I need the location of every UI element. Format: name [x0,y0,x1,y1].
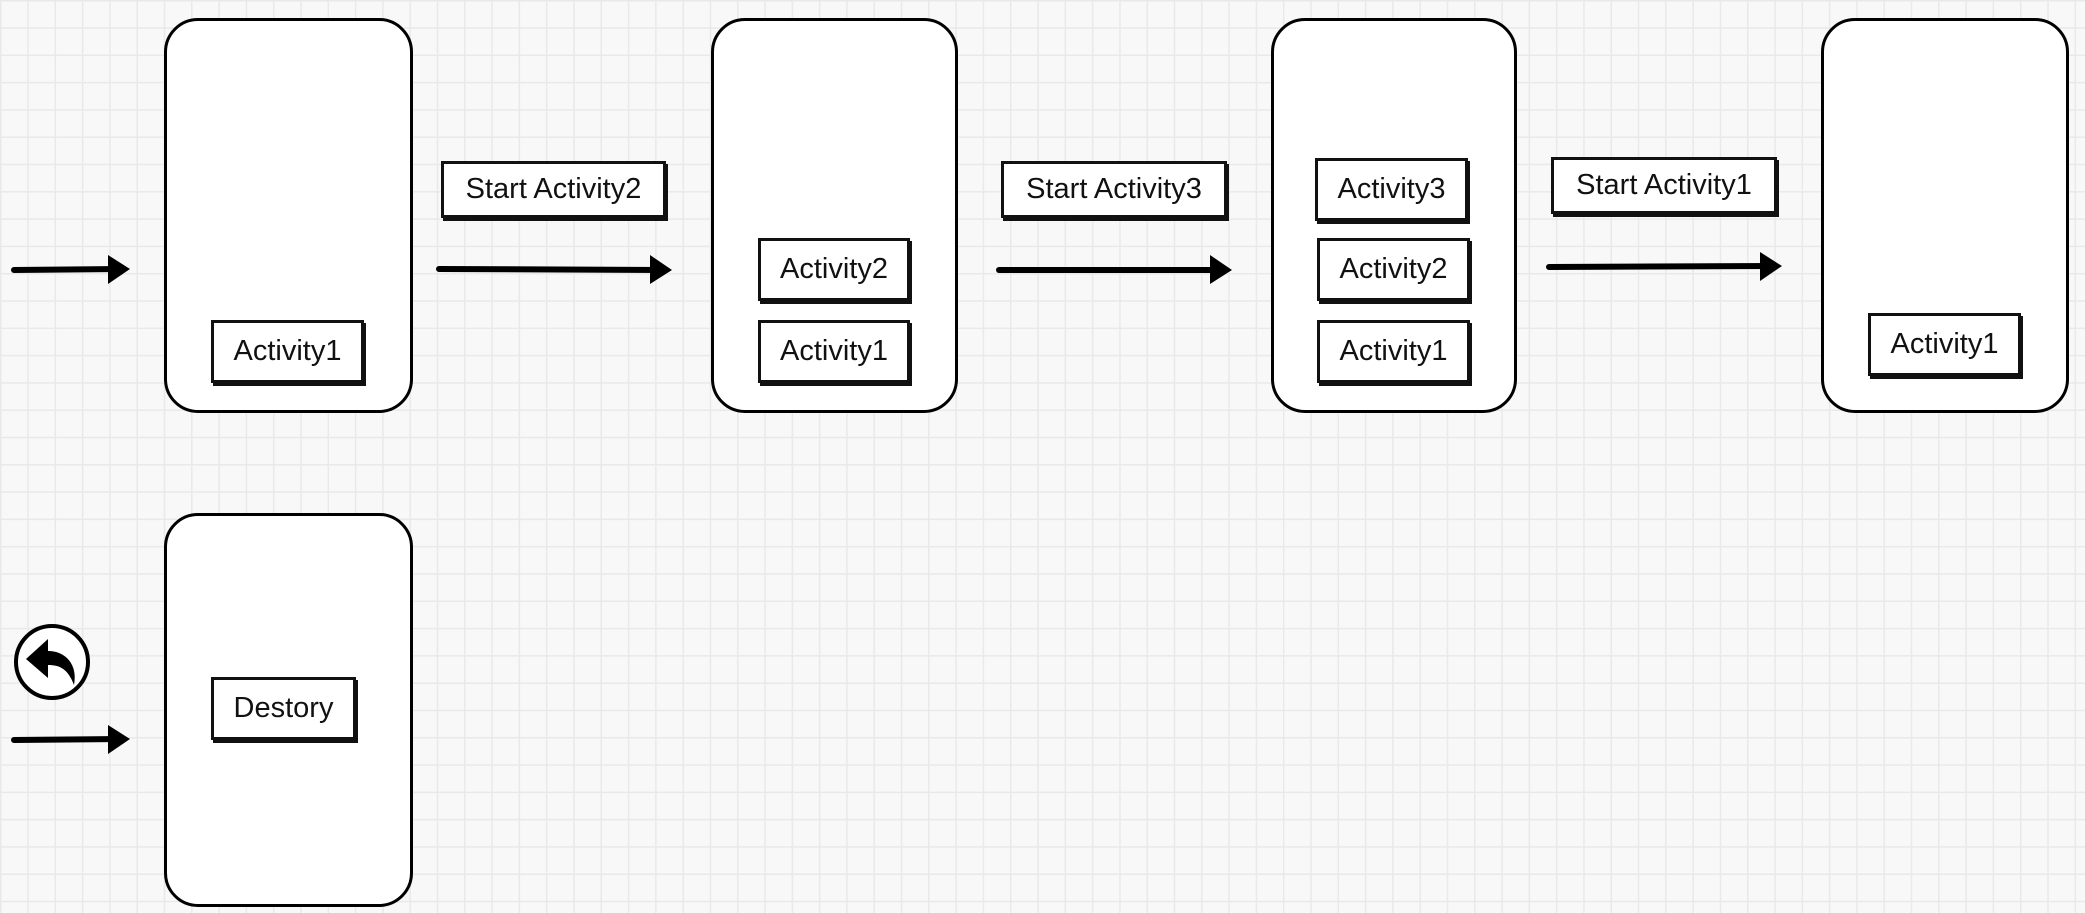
transition-label-start-activity2: Start Activity2 [441,161,666,218]
arrow-transition-3 [1546,252,1782,281]
destroy-label: Destory [211,677,356,740]
arrow-into-screen1 [11,255,130,284]
stack-item-activity1: Activity1 [1868,313,2021,376]
arrow-transition-1 [436,255,672,284]
stack-item-activity2: Activity2 [758,238,910,301]
arrow-transition-2 [996,255,1232,284]
back-arrow-icon [14,624,90,700]
transition-label-start-activity3: Start Activity3 [1001,161,1227,218]
transition-label-start-activity1: Start Activity1 [1551,157,1777,214]
stack-item-activity1: Activity1 [211,320,364,383]
arrow-into-screen5 [11,725,130,754]
stack-item-activity1: Activity1 [758,320,910,383]
stack-item-activity2: Activity2 [1317,238,1470,301]
stack-item-activity1: Activity1 [1317,320,1470,383]
stack-item-activity3: Activity3 [1315,158,1468,221]
